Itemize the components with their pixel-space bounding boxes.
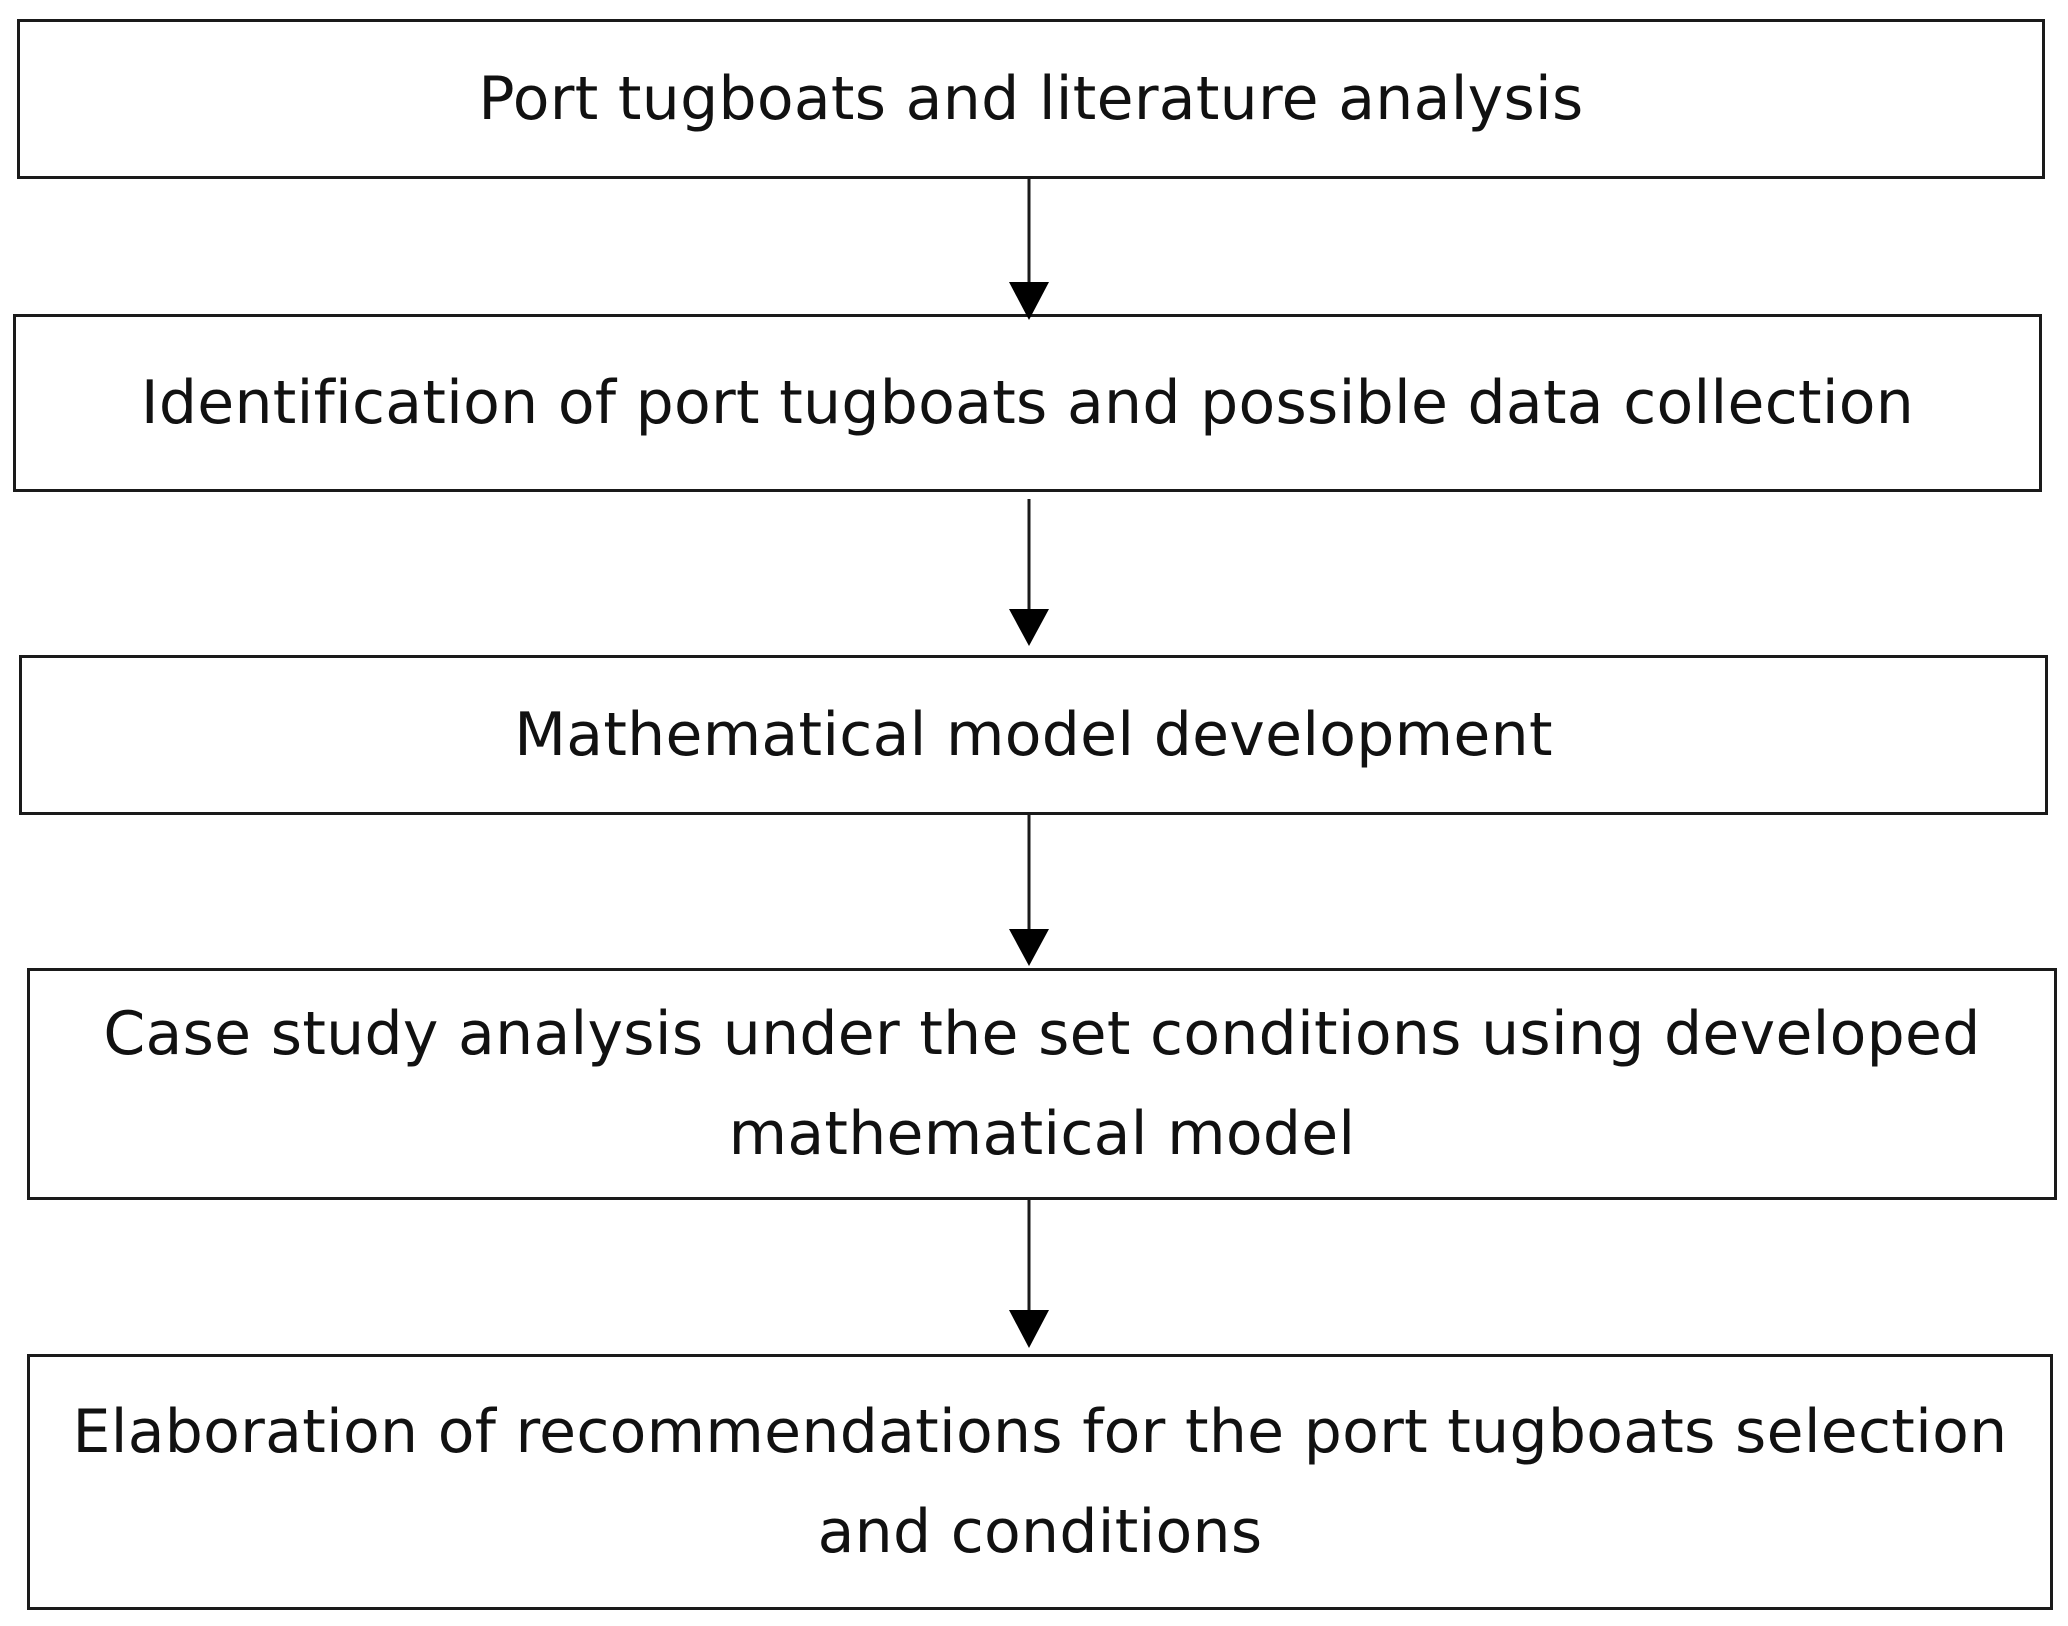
step-label: Mathematical model development [514, 700, 1553, 770]
step-label: Port tugboats and literature analysis [478, 64, 1584, 134]
step-box-model-development: Mathematical model development [19, 655, 2048, 815]
step-label: Case study analysis under the set condit… [103, 999, 1981, 1169]
step-box-identification: Identification of port tugboats and poss… [13, 314, 2042, 492]
step-box-recommendations: Elaboration of recommendations for the p… [27, 1354, 2053, 1610]
step-box-literature-analysis: Port tugboats and literature analysis [17, 19, 2045, 179]
arrow-3 [1009, 815, 1049, 966]
step-box-case-study: Case study analysis under the set condit… [27, 968, 2057, 1200]
step-label: Elaboration of recommendations for the p… [72, 1397, 2008, 1567]
arrow-1 [1009, 179, 1049, 320]
arrow-4 [1009, 1200, 1049, 1348]
arrow-2 [1009, 499, 1049, 646]
step-label: Identification of port tugboats and poss… [140, 368, 1915, 438]
